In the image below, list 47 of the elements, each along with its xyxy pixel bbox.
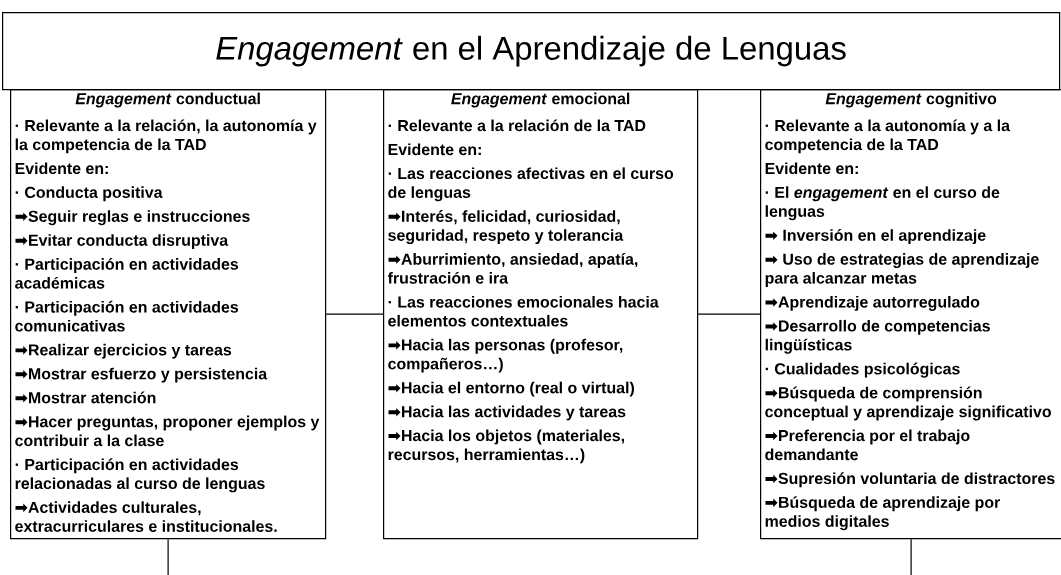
list-item: · Relevante a la relación de la TAD bbox=[388, 119, 646, 132]
column-box bbox=[10, 89, 327, 540]
list-item: Evidente en: bbox=[765, 162, 858, 175]
title-box bbox=[2, 12, 1061, 91]
list-item: · Participación en actividades relacionadas al curso de lenguas bbox=[15, 458, 265, 493]
list-item: ➡ Inversión en el aprendizaje bbox=[765, 229, 986, 245]
list-item: ➡Hacia las personas (profesor, compañeros…) bbox=[388, 338, 623, 373]
list-item: ➡Búsqueda de aprendizaje por medios digitales bbox=[765, 496, 1001, 531]
list-item: ➡Hacia los objetos (materiales, recursos, herramientas…) bbox=[388, 429, 624, 464]
list-item: · Relevante a la autonomía y a la competencia de la TAD bbox=[765, 119, 1011, 154]
list-item: ➡Hacer preguntas, proponer ejemplos y contribuir a la clase bbox=[15, 415, 320, 447]
column-box bbox=[760, 89, 1061, 540]
list-item: ➡Hacia el entorno (real o virtual) bbox=[388, 381, 634, 397]
connector-line bbox=[167, 538, 169, 575]
list-item: Evidente en: bbox=[15, 162, 108, 175]
column-box bbox=[383, 89, 699, 540]
list-item: ➡Aburrimiento, ansiedad, apatía, frustración e ira bbox=[387, 252, 638, 284]
list-item: ➡ Uso de estrategias de aprendizaje para alcanzar metas bbox=[765, 253, 1039, 287]
list-item: ➡Desarrollo de competencias lingüísticas bbox=[765, 319, 990, 354]
list-item: · Relevante a la relación, la autonomía y la competencia de la TAD bbox=[15, 119, 317, 154]
list-item: ➡Aprendizaje autorregulado bbox=[765, 295, 980, 311]
list-item: · El engagement en el curso de lenguas bbox=[765, 186, 1000, 221]
list-item: ➡Realizar ejercicios y tareas bbox=[15, 343, 232, 359]
connector-line bbox=[910, 538, 912, 575]
list-item: ➡Evitar conducta disruptiva bbox=[15, 234, 229, 250]
title-text: Engagement en el Aprendizaje de Lenguas bbox=[216, 35, 846, 67]
list-item: ➡Seguir reglas e instrucciones bbox=[15, 210, 250, 226]
list-item: ➡Hacia las actividades y tareas bbox=[388, 405, 626, 421]
connector-line bbox=[325, 313, 384, 315]
list-item: ➡Actividades culturales, extracurriculares e institucionales. bbox=[15, 501, 277, 532]
list-item: ➡Búsqueda de comprensión conceptual y aprendizaje significativo bbox=[765, 386, 1051, 421]
list-item: · Las reacciones afectivas en el curso de lenguas bbox=[388, 167, 674, 202]
list-item: ➡Preferencia por el trabajo demandante bbox=[765, 429, 970, 461]
column-heading: Engagement cognitivo bbox=[825, 92, 997, 108]
column-heading: Engagement conductual bbox=[75, 92, 260, 108]
list-item: · Conducta positiva bbox=[15, 186, 163, 202]
list-item: ➡Mostrar esfuerzo y persistencia bbox=[15, 367, 268, 383]
connector-line bbox=[697, 313, 761, 315]
column-heading: Engagement emocional bbox=[451, 92, 630, 108]
list-item: ➡Interés, felicidad, curiosidad, seguridad, respeto y tolerancia bbox=[388, 210, 624, 245]
list-item: Evidente en: bbox=[388, 143, 481, 156]
list-item: · Cualidades psicológicas bbox=[765, 362, 960, 378]
list-item: · Las reacciones emocionales hacia elementos contextuales bbox=[388, 295, 659, 327]
list-item: ➡Mostrar atención bbox=[15, 391, 156, 404]
list-item: · Participación en actividades académicas bbox=[15, 257, 239, 289]
list-item: · Participación en actividades comunicativas bbox=[15, 300, 239, 332]
list-item: ➡Supresión voluntaria de distractores bbox=[765, 472, 1055, 488]
